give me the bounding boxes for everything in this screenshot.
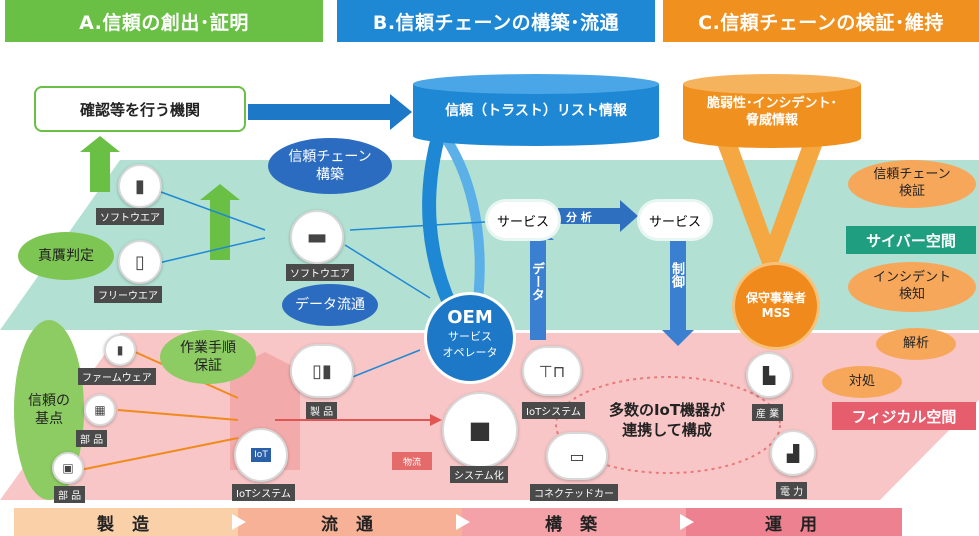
- up-arrow-1: [80, 136, 120, 192]
- authenticity-blob: 真贋判定: [18, 232, 114, 280]
- phase-build: 構 築: [462, 508, 686, 536]
- iot-system-label-1: IoTシステム: [232, 484, 295, 501]
- arrow-to-trust-db: [248, 94, 412, 130]
- phase-distribution: 流 通: [238, 508, 462, 536]
- phase-manufacture: 製 造: [14, 508, 238, 536]
- work-proc-blob: 作業手順保証: [160, 330, 256, 384]
- mss-medal: 保守事業者 MSS: [732, 262, 820, 350]
- software-label-2: ソフトウエア: [286, 264, 354, 281]
- trust-arc: [422, 128, 457, 308]
- iot-system-icon: IoT: [234, 428, 288, 482]
- analysis-arrow: [558, 200, 638, 232]
- industry-label: 産 業: [752, 404, 784, 421]
- parts-label-2: 部 品: [54, 486, 86, 503]
- systemization-label: システム化: [450, 466, 508, 483]
- oem-circle: OEM サービス オペレータ: [424, 292, 516, 384]
- parts-icon-2: ▣: [52, 452, 84, 484]
- iot-chip-label: IoT: [251, 448, 271, 462]
- phase-operation: 運 用: [686, 508, 902, 536]
- iot-system-icon-2: ⊤⊓: [522, 346, 582, 396]
- software-folder-icon: ▬: [290, 210, 344, 264]
- product-icon: ▯▮: [290, 344, 354, 398]
- incident-detect-blob: インシデント検知: [848, 262, 976, 312]
- header-c: C.信頼チェーンの検証･維持: [663, 0, 979, 42]
- software-icon-1: ▮: [118, 164, 162, 208]
- systemization-icon: ■: [442, 392, 518, 468]
- data-arrow: [522, 226, 554, 340]
- industry-icon: ▙: [746, 352, 792, 398]
- medal-ribbon: [712, 130, 828, 285]
- firmware-icon: ▮: [104, 334, 136, 366]
- connected-car-icon: ▭: [546, 432, 608, 480]
- logistics-truck: 物流: [392, 452, 432, 470]
- freeware-label: フリーウエア: [94, 286, 162, 303]
- service-cloud-1: サービス: [488, 202, 558, 238]
- power-icon: ▟: [770, 430, 816, 476]
- many-iot-text: 多数のIoT機器が 連携して構成: [608, 401, 726, 440]
- parts-label-1: 部 品: [76, 430, 108, 447]
- trust-db-label: 信頼（トラスト）リスト情報: [445, 103, 627, 119]
- up-arrow-2: [200, 184, 240, 260]
- iot-network-ellipse: [555, 376, 781, 474]
- vuln-db-line2: 脅威情報: [745, 112, 798, 128]
- trust-chain-verify-blob: 信頼チェーン検証: [848, 160, 976, 208]
- header-b: B.信頼チェーンの構築･流通: [337, 0, 655, 42]
- trust-chain-build-blob: 信頼チェーン構築: [268, 138, 392, 194]
- control-label: 制御: [669, 262, 684, 288]
- authority-box: 確認等を行う機関: [34, 86, 246, 132]
- data-flow-blob: データ流通: [282, 284, 378, 326]
- cyber-space-label: サイバー空間: [846, 226, 976, 254]
- vuln-db-line1: 脆弱性･インシデント･: [706, 96, 837, 111]
- trust-arc-2: [435, 127, 485, 301]
- analysis-blob: 解析: [876, 328, 956, 360]
- freeware-icon: ▯: [118, 240, 162, 284]
- software-label-1: ソフトウエア: [96, 208, 164, 225]
- connected-car-label: コネクテッドカー: [530, 484, 618, 501]
- phase-chevrons: [232, 514, 694, 530]
- physical-space-label: フィジカル空間: [832, 402, 976, 430]
- control-arrow: [662, 232, 694, 346]
- data-label: データ: [529, 262, 544, 301]
- response-blob: 対処: [822, 366, 902, 398]
- parts-icon-1: ▦: [84, 394, 116, 426]
- analysis-label: 分 析: [566, 211, 592, 224]
- iot-system-label-2: IoTシステム: [522, 402, 585, 419]
- power-label: 電 力: [776, 482, 808, 499]
- service-cloud-2: サービス: [640, 202, 710, 238]
- cyber-plane: [0, 160, 979, 330]
- vuln-db-cylinder: 脆弱性･インシデント･ 脅威情報: [682, 74, 862, 150]
- firmware-label: ファームウェア: [78, 368, 156, 385]
- trust-db-cylinder: 信頼（トラスト）リスト情報: [412, 74, 660, 148]
- product-label: 製 品: [306, 402, 338, 419]
- header-a: A.信頼の創出･証明: [5, 0, 323, 42]
